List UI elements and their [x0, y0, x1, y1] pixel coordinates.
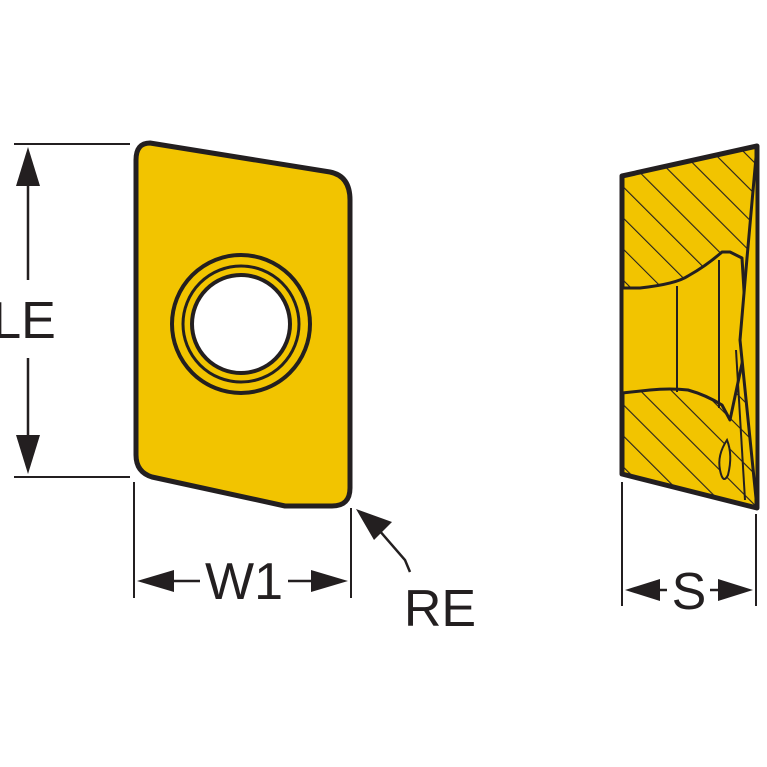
w1-dimension: W1	[133, 482, 352, 611]
w1-arrow-right	[311, 570, 348, 592]
s-arrow-right	[718, 579, 753, 601]
s-dimension: S	[621, 482, 757, 621]
s-label: S	[672, 563, 707, 621]
le-arrow-down	[16, 435, 40, 474]
re-leader-line	[371, 521, 412, 573]
insert-top-view	[133, 140, 353, 509]
re-leader: RE	[356, 509, 476, 638]
section-edge-detail	[718, 437, 732, 480]
le-label: LE	[0, 292, 56, 350]
re-arrow	[356, 509, 392, 540]
w1-label: W1	[205, 553, 283, 611]
w1-arrow-left	[137, 570, 174, 592]
le-dimension: LE	[0, 143, 130, 478]
section-edge-line	[735, 349, 746, 501]
insert-section-view	[619, 143, 760, 511]
le-arrow-up	[16, 147, 40, 186]
section-cutting-edge	[738, 144, 759, 510]
re-label: RE	[404, 580, 476, 638]
s-arrow-left	[625, 579, 660, 601]
insert-hole	[190, 273, 292, 375]
